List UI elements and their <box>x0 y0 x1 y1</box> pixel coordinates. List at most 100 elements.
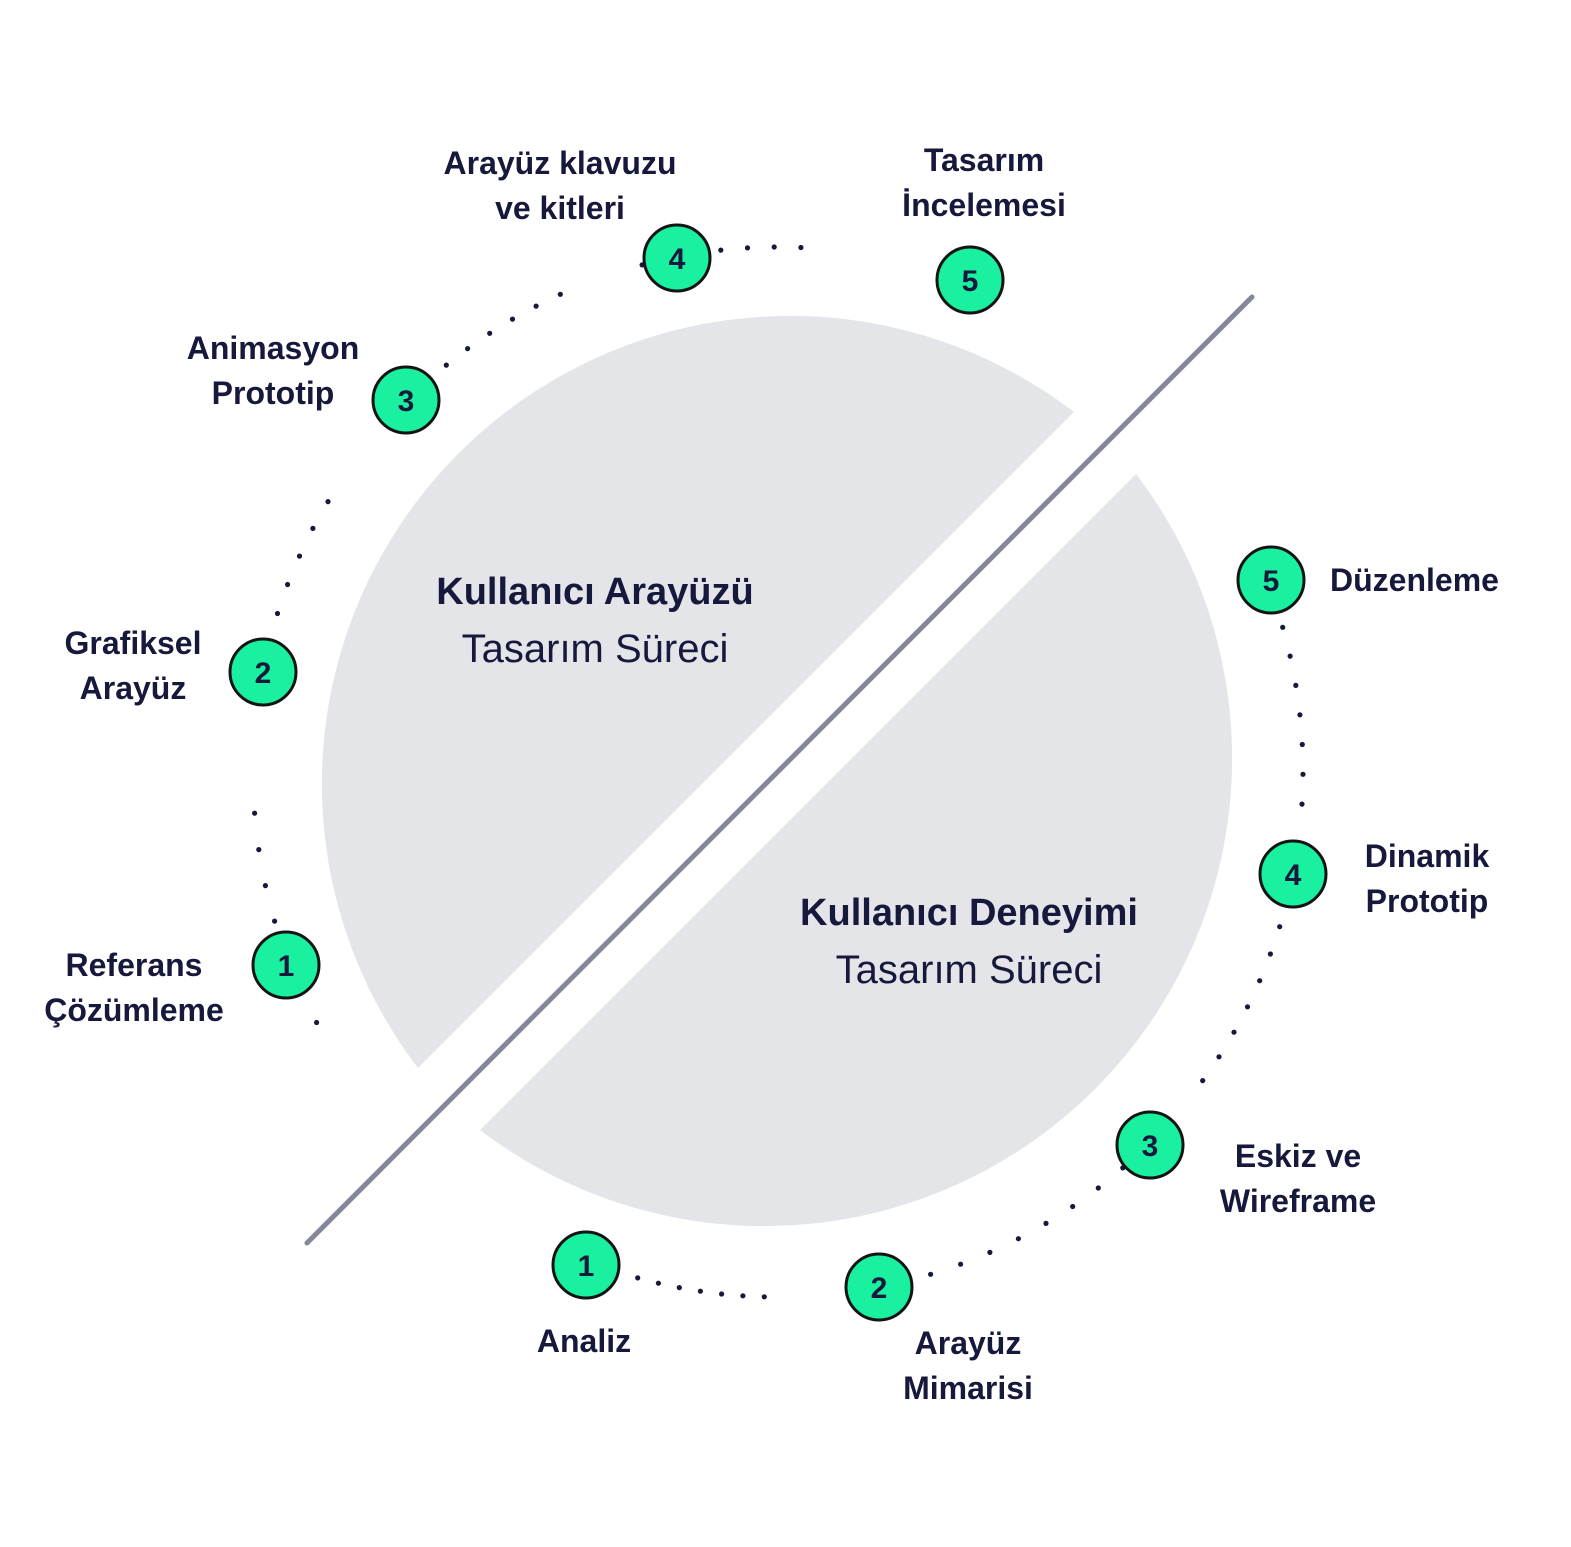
ux-arc-dot <box>635 1275 641 1281</box>
ui-arc-dot <box>314 1019 320 1026</box>
ui-step-2-label-line-1: Grafiksel <box>65 625 202 661</box>
ui-arc-dot <box>487 330 493 336</box>
ux-arc-dot <box>1277 924 1283 930</box>
ux-step-4: 4 Dinamik Prototip <box>1258 838 1490 919</box>
ux-arc-dot <box>1299 801 1305 807</box>
ux-arc-dot <box>697 1288 704 1294</box>
ui-arc-dot <box>509 316 516 322</box>
ux-step-3-label-line-1: Eskiz ve <box>1235 1138 1361 1174</box>
ux-step-3: 3 Eskiz ve Wireframe <box>1115 1110 1376 1219</box>
ux-step-3-label-line-2: Wireframe <box>1220 1183 1376 1219</box>
ui-arc-dot <box>285 581 291 588</box>
ux-step-4-label-line-1: Dinamik <box>1365 838 1490 874</box>
ux-step-1-badge <box>551 1230 621 1300</box>
ui-step-1-number: 1 <box>278 950 295 983</box>
ui-step-3-number: 3 <box>398 385 415 418</box>
ui-arc-dot <box>557 291 563 297</box>
ui-step-4-number: 4 <box>669 243 686 276</box>
ui-step-5-label-line-1: Tasarım <box>924 142 1044 178</box>
ux-arc-dot <box>1280 624 1286 630</box>
ux-step-4-label-line-2: Prototip <box>1366 883 1489 919</box>
ux-step-2-badge <box>844 1252 914 1322</box>
ui-arc-dot <box>718 247 724 253</box>
ux-step-5: 5 Düzenleme <box>1236 545 1499 615</box>
ux-arc-dot <box>1297 712 1303 718</box>
ux-steps: 1 Analiz 2 Arayüz Mimarisi 3 Eskiz ve Wi… <box>537 545 1499 1406</box>
ui-step-3: 3 Animasyon Prototip <box>187 330 441 435</box>
ui-step-3-label-line-2: Prototip <box>212 375 335 411</box>
ui-step-4-badge <box>642 223 712 293</box>
ux-subtitle: Tasarım Süreci <box>836 948 1103 992</box>
ux-step-2-label-line-2: Mimarisi <box>903 1370 1033 1406</box>
ux-arc-dot <box>1070 1203 1076 1210</box>
ux-step-4-number: 4 <box>1285 859 1302 892</box>
ux-arc-dot <box>1267 951 1273 957</box>
ui-step-2-badge <box>228 637 298 707</box>
ux-arc-dot <box>1231 1029 1237 1035</box>
ui-step-2-number: 2 <box>255 657 272 690</box>
ui-arc-dot <box>272 918 278 924</box>
ui-step-1-label-line-2: Çözümleme <box>44 992 224 1028</box>
ux-title: Kullanıcı Deneyimi <box>800 892 1138 934</box>
ui-step-2-label-line-2: Arayüz <box>80 670 187 706</box>
ui-step-5: 5 Tasarım İncelemesi <box>902 142 1066 315</box>
ui-step-2: 2 Grafiksel Arayüz <box>65 625 298 707</box>
ui-step-4-label-line-2: ve kitleri <box>495 190 625 226</box>
ui-arc-dot <box>296 553 303 559</box>
ux-arc-dot <box>1244 1004 1251 1010</box>
ui-step-3-label-line-1: Animasyon <box>187 330 359 366</box>
ux-arc-dot <box>1300 771 1306 777</box>
ui-arc-dot <box>533 303 539 309</box>
ux-arc-dot <box>740 1293 746 1299</box>
ui-arc-dot <box>325 499 331 505</box>
ui-step-3-badge <box>371 365 441 435</box>
ui-arc-dot <box>262 883 268 889</box>
ui-step-1: 1 Referans Çözümleme <box>44 930 321 1028</box>
ux-step-5-label-line-1: Düzenleme <box>1330 562 1499 598</box>
ux-arc-dot <box>676 1285 682 1291</box>
divider-line <box>304 294 1255 1246</box>
ux-arc-dot <box>1216 1054 1222 1060</box>
ui-title: Kullanıcı Arayüzü <box>436 571 753 613</box>
ui-step-1-label-line-1: Referans <box>66 947 203 983</box>
ui-step-1-badge <box>251 930 321 1000</box>
ui-arc-dot <box>252 810 258 816</box>
ux-arc-dot <box>1200 1078 1206 1084</box>
ui-arc-dot <box>310 525 316 532</box>
ui-arc-dot <box>744 245 751 251</box>
ux-center-title: Kullanıcı Deneyimi Tasarım Süreci <box>800 892 1138 992</box>
ui-arc-dot <box>443 362 449 368</box>
ui-arc-dot <box>798 244 804 251</box>
ux-step-1-number: 1 <box>578 1250 595 1283</box>
split-circle <box>321 315 1233 1227</box>
ui-step-5-label-line-2: İncelemesi <box>902 187 1066 223</box>
ui-step-4: 4 Arayüz klavuzu ve kitleri <box>444 145 712 293</box>
ux-arc-dot <box>655 1280 662 1286</box>
ux-arc-dot <box>1095 1185 1101 1191</box>
ux-arc-dot <box>1287 653 1293 659</box>
ux-arc-dot <box>987 1249 993 1255</box>
ui-arc-dot <box>256 847 262 853</box>
ux-step-2: 2 Arayüz Mimarisi <box>844 1252 1033 1406</box>
ui-arc-dot <box>465 346 471 352</box>
ui-step-4-label-line-1: Arayüz klavuzu <box>444 145 677 181</box>
ux-arc-dot <box>719 1291 725 1297</box>
ux-step-5-badge <box>1236 545 1306 615</box>
ux-step-1: 1 Analiz <box>537 1230 631 1359</box>
ux-half-shape <box>480 474 1233 1227</box>
ui-center-title: Kullanıcı Arayüzü Tasarım Süreci <box>436 571 753 671</box>
ux-arc-dot <box>1043 1220 1049 1226</box>
ux-step-3-number: 3 <box>1142 1130 1159 1163</box>
ux-step-3-badge <box>1115 1110 1185 1180</box>
ux-step-5-number: 5 <box>1263 565 1280 598</box>
ux-step-2-label-line-1: Arayüz <box>915 1325 1022 1361</box>
ux-arc-dot <box>1015 1236 1022 1242</box>
ux-step-4-badge <box>1258 839 1328 909</box>
ui-half-shape <box>321 315 1074 1069</box>
ux-arc-dot <box>1299 741 1305 748</box>
ui-step-5-badge <box>935 245 1005 315</box>
ux-arc-dot <box>928 1271 934 1277</box>
ux-step-2-number: 2 <box>871 1272 888 1305</box>
ui-steps: 1 Referans Çözümleme 2 Grafiksel Arayüz … <box>44 142 1066 1028</box>
